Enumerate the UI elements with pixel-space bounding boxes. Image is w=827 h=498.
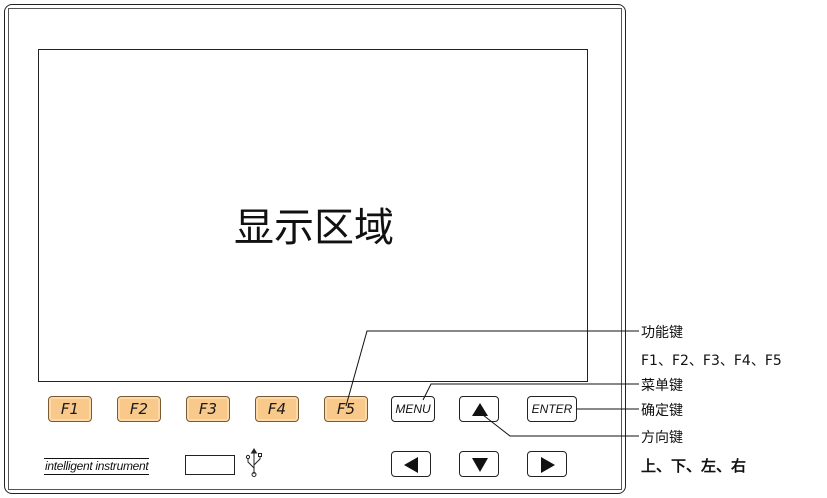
arrow-right-icon [541, 457, 555, 473]
f1-key[interactable]: F1 [48, 396, 92, 422]
display-area: 显示区域 [38, 49, 588, 382]
function-keys-callout: 功能键 [641, 325, 683, 341]
function-keys-detail: F1、F2、F3、F4、F5 [641, 353, 782, 369]
direction-keys-callout: 方向键 [641, 430, 683, 446]
up-key[interactable] [459, 396, 499, 422]
arrow-down-icon [472, 458, 488, 472]
f4-key[interactable]: F4 [255, 396, 299, 422]
arrow-up-icon [472, 403, 488, 416]
enter-key[interactable]: ENTER [527, 396, 577, 422]
device-frame [4, 4, 626, 494]
device-bezel [8, 8, 622, 490]
display-area-label: 显示区域 [234, 205, 394, 251]
direction-keys-detail: 上、下、左、右 [641, 457, 747, 475]
usb-icon [245, 448, 262, 477]
f2-key[interactable]: F2 [117, 396, 161, 422]
down-key[interactable] [459, 451, 499, 477]
right-key[interactable] [527, 451, 567, 477]
arrow-left-icon [404, 457, 418, 473]
menu-key[interactable]: MENU [391, 396, 435, 422]
enter-key-callout: 确定键 [641, 403, 683, 419]
f5-key[interactable]: F5 [324, 396, 368, 422]
f3-key[interactable]: F3 [186, 396, 230, 422]
menu-key-callout: 菜单键 [641, 378, 683, 394]
brand-label: intelligent instrument [44, 458, 150, 475]
left-key[interactable] [391, 451, 431, 477]
usb-port [185, 455, 235, 475]
